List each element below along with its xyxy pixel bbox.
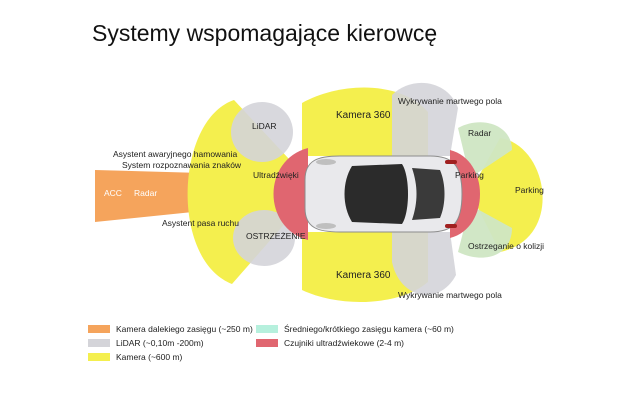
legend-swatch [88,353,110,361]
legend-swatch [256,325,278,333]
camera-360-bottom-label: Kamera 360 [336,270,391,281]
legend-label: Kamera (~600 m) [116,352,183,362]
emergency-braking-label: Asystent awaryjnego hamowania [113,149,238,159]
legend-item-mid-range: Średniego/krótkiego zasięgu kamera (~60 … [256,324,454,334]
lidar-top-zone [231,102,293,162]
lidar-bottom-zone [233,210,295,266]
legend-item-camera: Kamera (~600 m) [88,352,182,362]
legend-swatch [256,339,278,347]
legend-label: LiDAR (~0,10m -200m) [116,338,204,348]
lane-assist-label: Asystent pasa ruchu [162,218,239,228]
acc-label: ACC [104,188,122,198]
legend-item-ultrasonic: Czujniki ultradźwiekowe (2-4 m) [256,338,404,348]
car-icon [304,155,463,233]
radar-rear-label: Radar [468,128,491,138]
warning-label: OSTRZEŻENIE [246,231,306,241]
ultrasonic-front-zone [273,148,308,240]
legend-label: Średniego/krótkiego zasięgu kamera (~60 … [284,324,454,334]
camera-360-top-label: Kamera 360 [336,110,391,121]
legend-swatch [88,339,110,347]
rear-radar-zone [458,122,512,178]
blind-spot-bottom-label: Wykrywanie martwego pola [398,290,502,300]
blind-spot-top-zone [392,82,458,156]
blind-spot-bottom-zone [392,232,456,295]
blind-spot-bottom-label-text: Wykrywanie martwego pola [398,290,502,300]
blind-spot-top-label: Wykrywanie martwego pola [398,96,502,106]
front-camera-zone [187,100,316,284]
parking-near-label: Parking [455,170,484,180]
legend-item-lidar: LiDAR (~0,10m -200m) [88,338,204,348]
radar-front-label: Radar [134,188,157,198]
parking-far-label: Parking [515,185,544,195]
legend-item-long-range: Kamera dalekiego zasięgu (~250 m) [88,324,253,334]
collision-warning-label: Ostrzeganie o kolizji [468,241,544,251]
legend-label: Kamera dalekiego zasięgu (~250 m) [116,324,253,334]
lidar-label: LiDAR [252,121,277,131]
legend-label: Czujniki ultradźwiekowe (2-4 m) [284,338,404,348]
ultrasonic-label: Ultradźwięki [253,170,299,180]
legend-swatch [88,325,110,333]
sign-recognition-label: System rozpoznawania znaków [122,160,242,170]
blind-spot-top-label-text: Wykrywanie martwego pola [398,96,502,106]
page-title: Systemy wspomagające kierowcę [92,20,438,46]
